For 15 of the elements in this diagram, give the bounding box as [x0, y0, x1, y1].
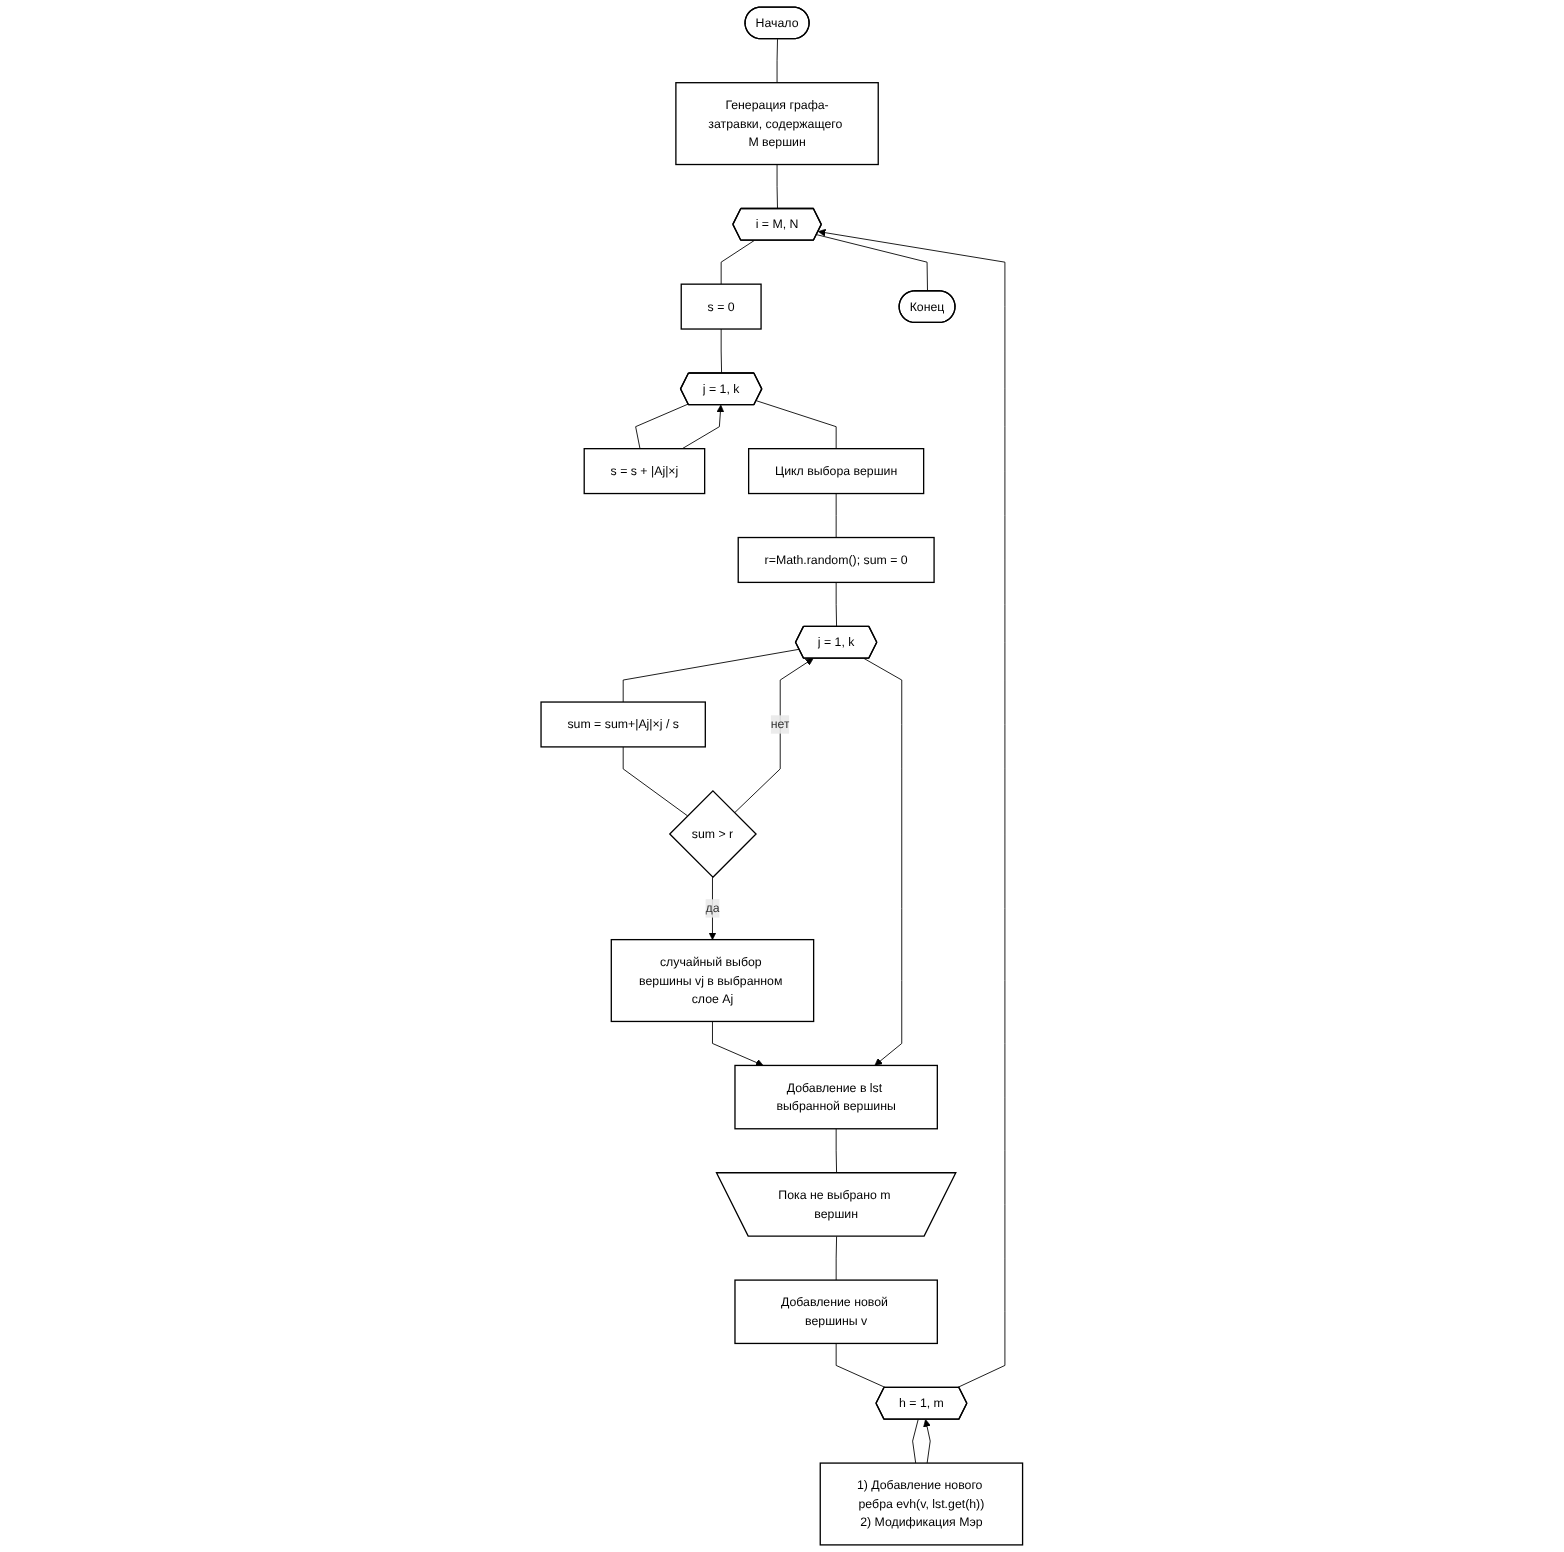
- connector: [635, 403, 689, 450]
- connector: [622, 648, 800, 703]
- connector: [720, 328, 723, 374]
- connector: [776, 38, 779, 84]
- connector: [835, 581, 838, 628]
- connector: [835, 493, 837, 538]
- connector: [720, 240, 755, 285]
- connector: [835, 1343, 887, 1389]
- connector: [912, 1419, 919, 1464]
- connector: [816, 234, 929, 292]
- connector: [835, 1128, 838, 1174]
- connector: [756, 400, 837, 450]
- connector: [776, 164, 779, 210]
- connector: [835, 1236, 838, 1281]
- connector: [622, 746, 689, 817]
